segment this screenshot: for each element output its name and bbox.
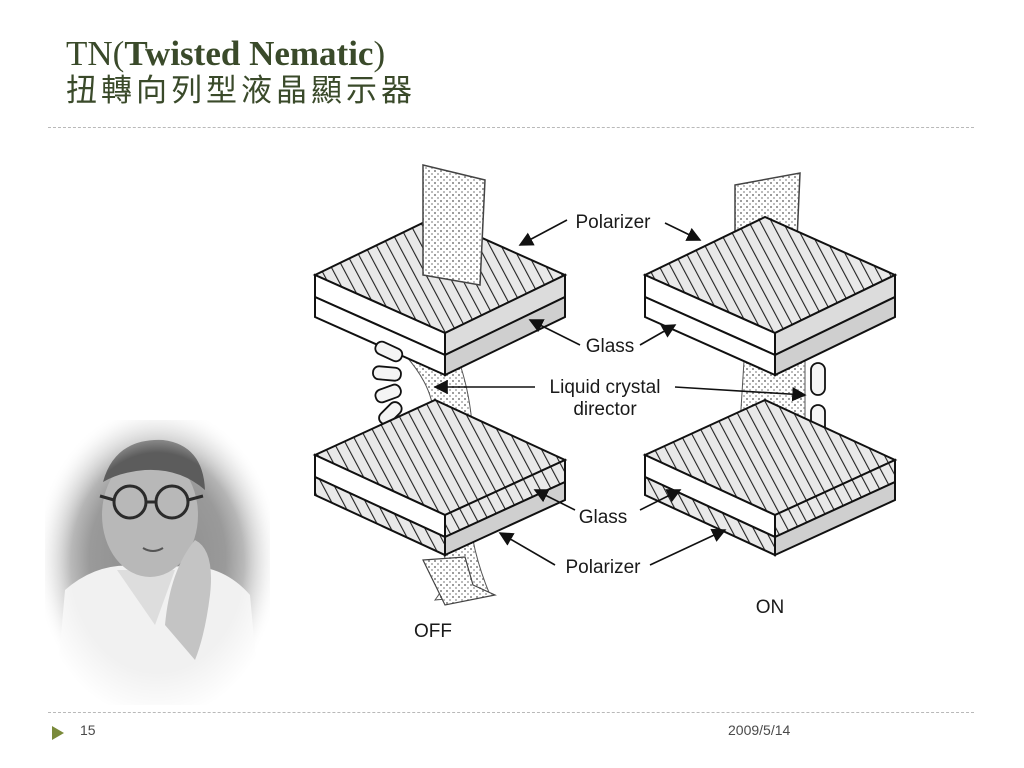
label-state-on: ON [756, 597, 785, 618]
on-bottom-polarizer-plate [642, 398, 898, 557]
title-english: TN(Twisted Nematic) [66, 34, 386, 73]
play-arrow-icon [52, 726, 64, 740]
label-polarizer-top: Polarizer [576, 212, 652, 233]
off-bottom-polarizer-plate [312, 398, 568, 557]
slide-title: TN(Twisted Nematic) 扭轉向列型液晶顯示器 [66, 34, 416, 109]
tn-lcd-diagram: Polarizer Glass Liquid crystal director … [312, 164, 898, 642]
title-bold: Twisted Nematic [124, 34, 374, 73]
label-glass-top: Glass [586, 336, 635, 357]
portrait-photo [45, 420, 270, 705]
off-exit-light [422, 556, 497, 606]
footer-date: 2009/5/14 [728, 722, 791, 738]
page-number: 15 [80, 722, 96, 738]
footer-divider [48, 712, 974, 713]
title-divider [48, 127, 974, 128]
label-state-off: OFF [414, 621, 452, 642]
title-chinese: 扭轉向列型液晶顯示器 [66, 73, 416, 110]
label-liquid-crystal-line2: director [573, 399, 637, 420]
on-top-polarizer-plate [642, 215, 898, 377]
off-top-light-panel [422, 164, 486, 286]
callout-arrows [433, 219, 807, 566]
label-glass-bottom: Glass [579, 507, 628, 528]
label-liquid-crystal-line1: Liquid crystal [550, 377, 661, 398]
label-polarizer-bottom: Polarizer [566, 557, 642, 578]
